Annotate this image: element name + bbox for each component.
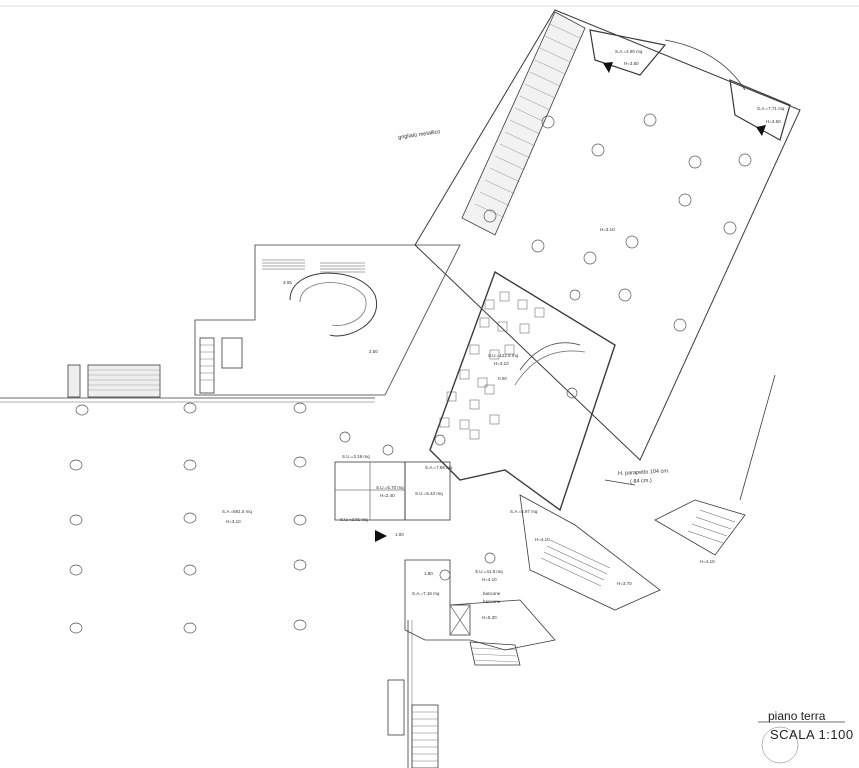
room-height-label: H=4.10 xyxy=(482,577,497,582)
room-area-label: S.U.=5.42 mq xyxy=(415,491,443,496)
room-area-label: S.A.=4.90 mq xyxy=(615,49,643,54)
room-area-label: S.A.=7.86 mq xyxy=(425,465,453,470)
room-height-label: H=3.60 xyxy=(624,61,639,66)
dimension-label: 3.05 xyxy=(283,280,292,285)
room-height-label: H=3.70 xyxy=(617,581,632,586)
pillar xyxy=(183,564,197,576)
east-stair-outline xyxy=(519,494,661,611)
pillar xyxy=(69,564,83,576)
bancone-label: bancone xyxy=(483,591,501,596)
stair-west-landing xyxy=(221,337,243,369)
pillar xyxy=(183,402,197,414)
dimension-label: 2.50 xyxy=(369,349,378,354)
room-area-label: S.A.=7.71 mq xyxy=(757,106,785,111)
pillar xyxy=(293,456,307,468)
bar-outline xyxy=(429,270,616,512)
terrace-outline xyxy=(414,9,801,461)
service-block-mid xyxy=(404,461,451,521)
room-height-label: H=4.10 xyxy=(700,559,715,564)
room-top-right xyxy=(729,79,791,141)
room-height-label: H=4.10 xyxy=(535,537,550,542)
room-area-label: S.A.=5.97 mq xyxy=(510,509,538,514)
dimension-label: 0.00 xyxy=(498,376,507,381)
pillar xyxy=(69,459,83,471)
pillar xyxy=(293,402,307,414)
room-area-label: S.A.=681.0 mq xyxy=(222,509,252,514)
bancone-label-2: bancone xyxy=(483,599,501,604)
room-height-label: H=3.10 xyxy=(226,519,241,524)
drawing-title: piano terra xyxy=(768,709,826,723)
spiral-stair xyxy=(289,272,378,337)
arrow-marker xyxy=(603,62,613,73)
lift-box xyxy=(449,604,471,636)
stair-below-lobby xyxy=(469,641,521,666)
room-area-label: S.U.=2.01 mq xyxy=(340,517,368,522)
pillar xyxy=(293,619,307,631)
pillar xyxy=(293,514,307,526)
dimension-label: 1.00 xyxy=(395,532,404,537)
pillar xyxy=(69,622,83,634)
grate-small xyxy=(67,364,81,398)
room-top-left xyxy=(589,29,667,76)
room-area-label: S.A.=7.16 mq xyxy=(412,591,440,596)
right-wall-line xyxy=(739,374,776,501)
room-area-label: S.U.=3.19 mq xyxy=(342,454,370,459)
door-swing-arc xyxy=(664,39,746,91)
room-height-label: H=3.10 xyxy=(494,361,509,366)
room-height-label: H=3.10 xyxy=(600,227,615,232)
drawing-scale: SCALA 1:100 xyxy=(770,727,854,742)
arrow-marker xyxy=(756,125,766,136)
pillar xyxy=(293,559,307,571)
room-height-label: H=2.40 xyxy=(380,493,395,498)
stair-west-flight xyxy=(199,337,215,394)
south-lobby-outline xyxy=(404,559,556,651)
grating-strip xyxy=(461,11,586,236)
room-height-label: H=5.30 xyxy=(482,615,497,620)
parapet-callout-sub: ( 84 cm.) xyxy=(629,477,652,485)
stair-south-lower xyxy=(411,704,439,768)
room-area-label: S.U.=41.9 mq xyxy=(475,569,503,574)
parapet-line xyxy=(604,479,636,486)
pillar xyxy=(183,459,197,471)
room-area-label: S.U.=5.70 mq xyxy=(376,485,404,490)
right-stair-outline xyxy=(654,499,746,556)
stair-south-side xyxy=(387,679,405,736)
room-height-label: H=3.60 xyxy=(766,119,781,124)
dimension-label: 1.90 xyxy=(424,571,433,576)
pillar xyxy=(183,622,197,634)
room-area-label: S.U.=122.8 mq xyxy=(488,353,519,358)
pillar xyxy=(69,514,83,526)
stair-west-outline xyxy=(194,244,461,396)
pillar xyxy=(183,512,197,524)
arrow-marker xyxy=(375,530,387,542)
bar-counter-curve xyxy=(519,342,581,371)
grate-large xyxy=(87,364,161,398)
pillar xyxy=(75,404,89,416)
